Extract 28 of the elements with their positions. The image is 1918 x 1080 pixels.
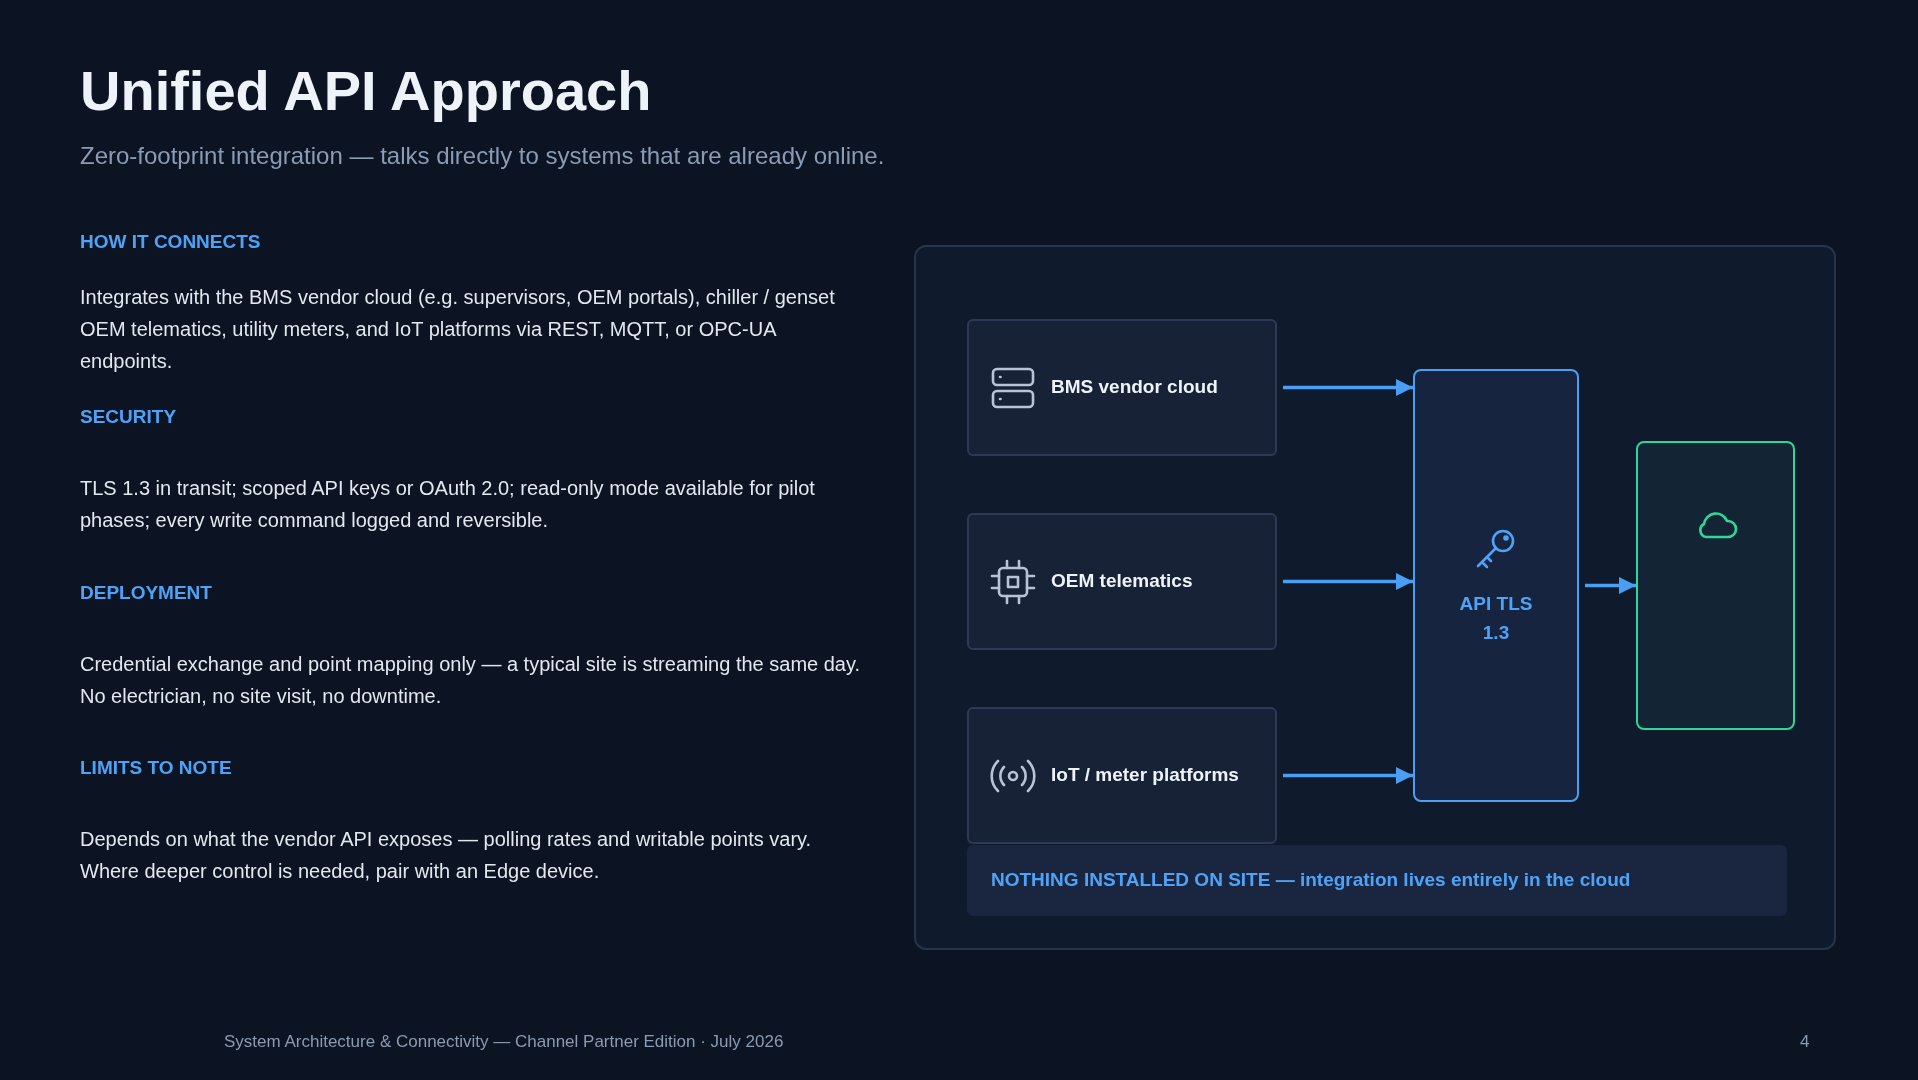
node-label: IoT / meter platforms (1051, 763, 1239, 788)
platform-box (1636, 441, 1795, 730)
node-label: OEM telematics (1051, 569, 1193, 594)
arrow (1283, 766, 1413, 785)
node-label: API TLS 1.3 (1458, 592, 1534, 645)
arrow (1283, 378, 1413, 397)
note-banner (967, 845, 1787, 916)
diagram-panel (914, 245, 1836, 950)
section-heading: DEPLOYMENT (80, 582, 212, 604)
page-number: 4 (1800, 1032, 1810, 1052)
body-paragraph: TLS 1.3 in transit; scoped API keys or OAuth 2.0; read-only mode available for pilot phases; every write command logged and reversible. (80, 476, 816, 533)
section-heading: LIMITS TO NOTE (80, 757, 232, 779)
node-label: NOTHING INSTALLED ON SITE — integration lives entirely in the cloud (991, 868, 1631, 893)
arrow (1585, 576, 1636, 595)
body-paragraph: Integrates with the BMS vendor cloud (e.g. supervisors, OEM portals), chiller / genset OEM telematics, utility meters, and IoT platforms via REST, MQTT, or OPC-UA endpoints. (80, 285, 836, 374)
node-label: BMS vendor cloud (1051, 375, 1218, 400)
arrow (1283, 572, 1413, 591)
section-heading: HOW IT CONNECTS (80, 231, 261, 253)
source-box (967, 707, 1277, 844)
source-box (967, 513, 1277, 650)
section-heading: SECURITY (80, 406, 177, 428)
slide-title: Unified API Approach (80, 58, 652, 123)
body-paragraph: Depends on what the vendor API exposes — polling rates and writable points vary. Where deeper control is needed, pair with an Edge device. (80, 827, 813, 884)
source-box (967, 319, 1277, 456)
footer-text: System Architecture & Connectivity — Channel Partner Edition · July 2026 (224, 1032, 784, 1052)
api-box (1413, 369, 1579, 802)
body-paragraph: Credential exchange and point mapping only — a typical site is streaming the same day. No electrician, no site visit, no downtime. (80, 652, 862, 709)
subtitle: Zero-footprint integration — talks directly to systems that are already online. (80, 142, 885, 170)
